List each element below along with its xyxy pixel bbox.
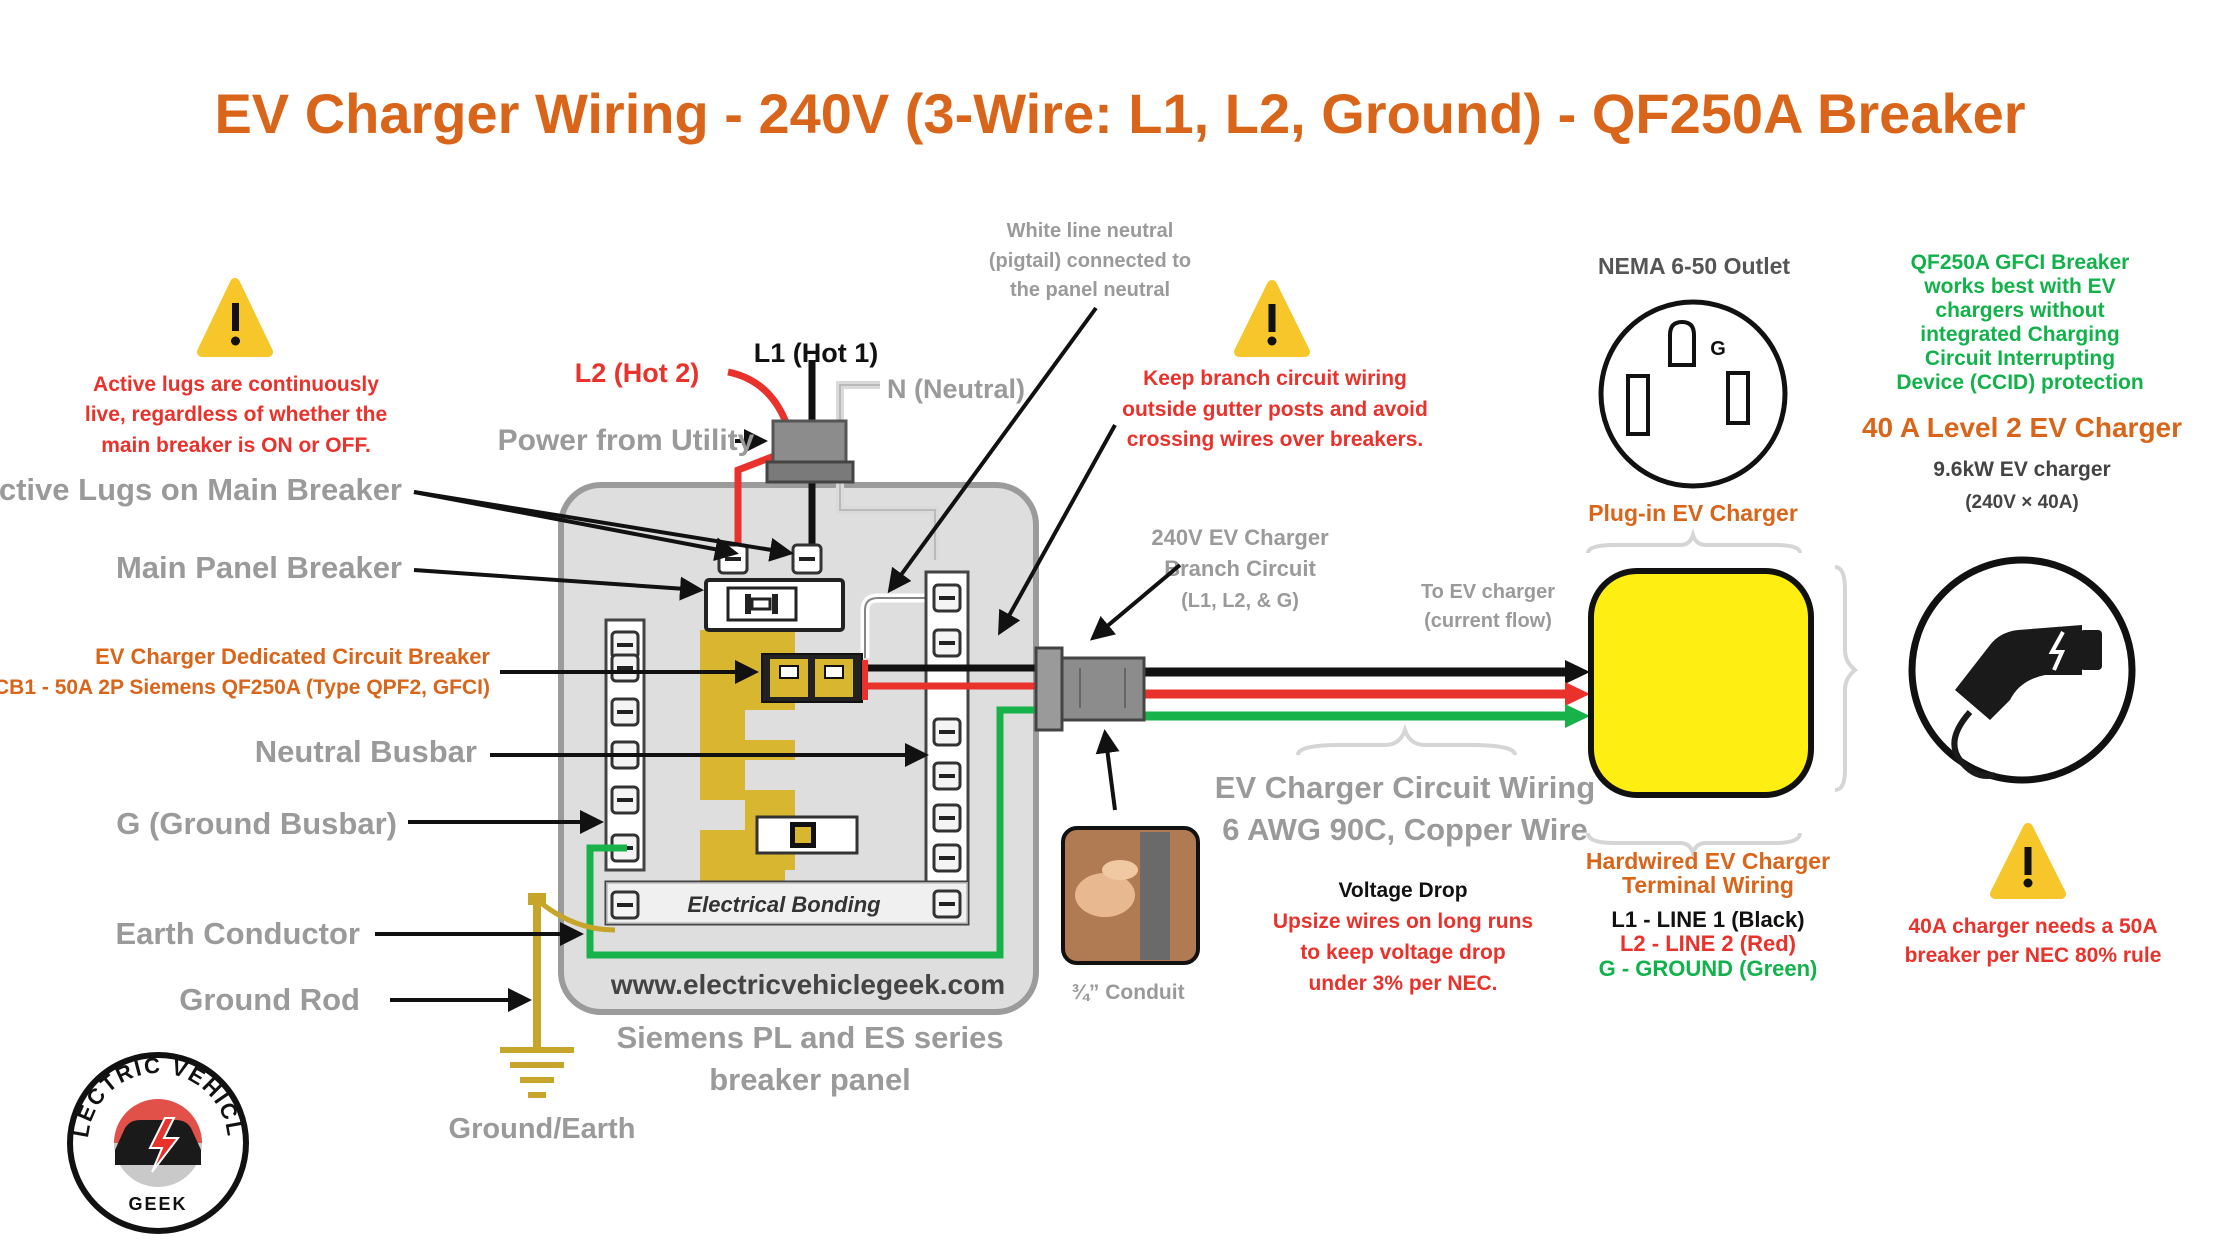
warning-right-line2: breaker per NEC 80% rule	[1905, 944, 2162, 967]
bottom-brace	[1586, 832, 1802, 860]
warning-center-line1: Keep branch circuit wiring	[1143, 367, 1407, 390]
outlet-title: NEMA 6-50 Outlet	[1598, 253, 1790, 279]
charger-title: 40 A Level 2 EV Charger	[1862, 412, 2182, 443]
ground-busbar-label: G (Ground Busbar)	[116, 806, 397, 841]
warning-center-line2: outside gutter posts and avoid	[1122, 398, 1428, 421]
hardwired-title-line2: Terminal Wiring	[1622, 872, 1794, 898]
to-charger-line1: To EV charger	[1421, 581, 1555, 603]
wiring-brace	[1296, 723, 1517, 756]
panel-caption-line2: breaker panel	[709, 1062, 911, 1097]
neutral-busbar-label: Neutral Busbar	[255, 734, 477, 769]
conduit-arrow	[1095, 729, 1120, 811]
to-charger-line2: (current flow)	[1424, 610, 1552, 632]
warning-center	[1234, 280, 1310, 357]
hardwired-g: G - GROUND (Green)	[1599, 956, 1818, 981]
branch-circuit-arrow	[1089, 563, 1182, 641]
panel-caption-line1: Siemens PL and ES series	[616, 1020, 1003, 1055]
conduit-photo	[1061, 826, 1200, 965]
hardwired-title-line1: Hardwired EV Charger	[1586, 848, 1830, 874]
branch-circuit-line2: Branch Circuit	[1164, 556, 1316, 581]
website-label: www.electricvehiclegeek.com	[610, 969, 1005, 1000]
warning-right-line1: 40A charger needs a 50A	[1908, 915, 2157, 938]
brand-logo: ELECTRIC VEHICLE GEEK	[0, 0, 249, 1234]
charger-feed-wires	[1140, 660, 1590, 728]
conduit-label: ¾” Conduit	[1071, 981, 1184, 1004]
charger-spec-line1: 9.6kW EV charger	[1933, 458, 2110, 481]
earth-conductor-label: Earth Conductor	[115, 916, 360, 951]
neutral-label: N (Neutral)	[887, 374, 1025, 404]
main-panel-breaker	[704, 578, 845, 632]
gfci-note-line1: QF250A GFCI Breaker	[1911, 251, 2130, 274]
hardwired-l2: L2 - LINE 2 (Red)	[1620, 931, 1796, 956]
logo-bottom-text: GEEK	[128, 1194, 187, 1214]
left-arrows	[375, 429, 929, 1012]
neutral-note-line2: (pigtail) connected to	[989, 250, 1191, 272]
gfci-note-line6: Device (CCID) protection	[1896, 371, 2143, 394]
ev-breaker-label-line1: EV Charger Dedicated Circuit Breaker	[95, 644, 490, 669]
l1-label: L1 (Hot 1)	[754, 338, 879, 368]
gfci-note-line2: works best with EV	[1923, 275, 2115, 298]
gfci-note-line5: Circuit Interrupting	[1925, 347, 2115, 370]
bonding-screw	[755, 815, 859, 855]
conduit-fitting	[1034, 646, 1146, 732]
service-entrance-clamp	[771, 419, 848, 468]
warning-right	[1990, 823, 2066, 899]
top-brace	[1586, 528, 1802, 554]
voltage-drop-line2: to keep voltage drop	[1300, 941, 1505, 964]
gfci-note-line4: integrated Charging	[1920, 323, 2120, 346]
ground-rod-label: Ground Rod	[179, 982, 360, 1017]
warning-center-line3: crossing wires over breakers.	[1127, 428, 1424, 451]
warning-center-arrow	[998, 424, 1117, 636]
hardwired-l1: L1 - LINE 1 (Black)	[1611, 907, 1804, 932]
warning-left-line3: main breaker is ON or OFF.	[101, 434, 371, 457]
warning-left-line1: Active lugs are continuously	[93, 373, 379, 396]
ground-earth-label: Ground/Earth	[449, 1113, 636, 1145]
l2-label: L2 (Hot 2)	[575, 358, 700, 388]
outlet-caption: Plug-in EV Charger	[1588, 500, 1798, 526]
electrical-bonding-label: Electrical Bonding	[687, 892, 881, 917]
charger-terminal-box	[1588, 568, 1814, 798]
ev-plug-icon	[1908, 556, 2136, 784]
neutral-note-arrow	[887, 306, 1098, 594]
power-from-utility-label: Power from Utility	[498, 424, 755, 457]
voltage-drop-line1: Upsize wires on long runs	[1273, 910, 1533, 933]
branch-circuit-line1: 240V EV Charger	[1151, 525, 1329, 550]
ev-charger-breaker	[761, 653, 868, 703]
branch-circuit-line3: (L1, L2, & G)	[1181, 590, 1299, 612]
bonding-bar	[604, 880, 970, 926]
active-lugs-label: Active Lugs on Main Breaker	[0, 472, 402, 507]
ev-breaker-label-line2: CB1 - 50A 2P Siemens QF250A (Type QPF2, …	[0, 676, 490, 699]
outlet-ground-letter: G	[1710, 338, 1726, 360]
breaker-panel	[558, 482, 1039, 1015]
nema-6-50-outlet-icon	[1598, 299, 1788, 489]
warning-left	[197, 278, 273, 357]
voltage-drop-line3: under 3% per NEC.	[1308, 972, 1497, 995]
neutral-note-line1: White line neutral	[1007, 220, 1174, 242]
circuit-wiring-line2: 6 AWG 90C, Copper Wire	[1222, 812, 1587, 847]
neutral-note-line3: the panel neutral	[1010, 279, 1170, 301]
page-title: EV Charger Wiring - 240V (3-Wire: L1, L2…	[214, 82, 2025, 145]
warning-left-line2: live, regardless of whether the	[85, 403, 387, 426]
charger-spec-line2: (240V × 40A)	[1965, 492, 2079, 513]
right-brace	[1834, 565, 1859, 792]
circuit-wiring-line1: EV Charger Circuit Wiring	[1215, 770, 1595, 805]
main-panel-breaker-label: Main Panel Breaker	[116, 550, 402, 585]
gfci-note-line3: chargers without	[1935, 299, 2104, 322]
voltage-drop-title: Voltage Drop	[1338, 879, 1467, 902]
